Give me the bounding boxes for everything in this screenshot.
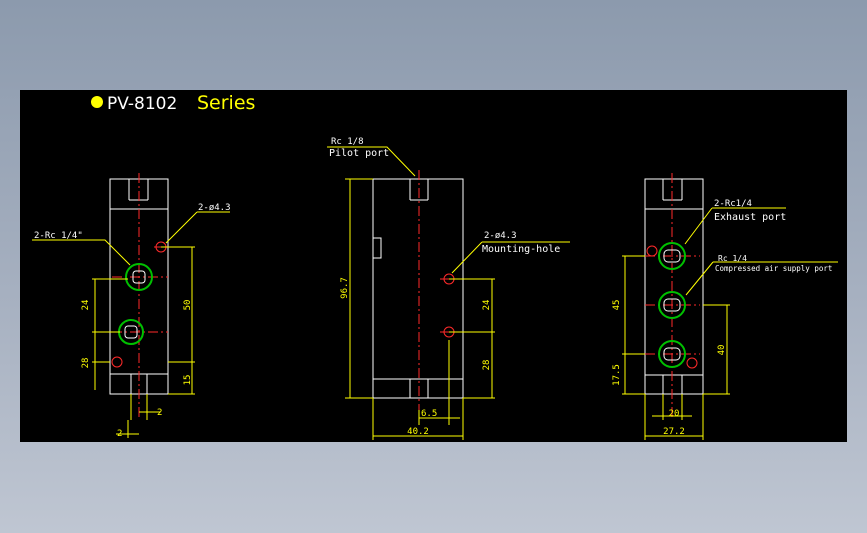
center-dim-height: 96.7	[340, 277, 350, 299]
right-view: 2-Rc1/4 Exhaust port Rc 1/4 Compressed a…	[612, 173, 838, 440]
center-pilot-name: Pilot port	[329, 148, 389, 159]
center-view: Rc 1/8 Pilot port 2-ø4.3 Mounting-hole 9…	[327, 137, 570, 440]
left-port-upper-slot	[132, 270, 146, 284]
right-body-outline	[644, 178, 704, 395]
center-mount-name: Mounting-hole	[482, 244, 560, 255]
left-centerlines	[112, 173, 168, 420]
right-exhaust-port-lower	[658, 340, 686, 368]
left-label-port: 2-Rc 1/4"	[34, 231, 83, 241]
left-dim-2b: 2	[117, 429, 122, 439]
right-exhaust-port-upper	[658, 242, 686, 270]
center-mount-code: 2-ø4.3	[484, 231, 517, 241]
right-exhaust-code: 2-Rc1/4	[714, 199, 752, 209]
center-dim-width: 40.2	[407, 427, 429, 437]
right-dim-17-5: 17.5	[612, 364, 622, 386]
right-exhaust-slot-lower	[663, 347, 681, 361]
right-exhaust-name: Exhaust port	[714, 212, 786, 223]
center-dim-28: 28	[482, 360, 492, 371]
left-port-lower-slot	[124, 325, 138, 339]
title-prefix: PV-8102	[107, 94, 177, 114]
left-label-mount: 2-ø4.3	[198, 203, 231, 213]
left-dimensions	[32, 211, 230, 438]
center-centerlines	[418, 170, 470, 410]
right-mount-hole-lower	[686, 357, 698, 369]
left-view: 2-ø4.3 2-Rc 1/4" 24 28 50 15 2 2	[32, 173, 231, 439]
right-supply-port	[658, 291, 686, 319]
left-dim-28: 28	[81, 358, 91, 369]
right-dim-40: 40	[717, 345, 727, 356]
left-dim-50: 50	[183, 300, 193, 311]
right-dim-27-2: 27.2	[663, 427, 685, 437]
left-dim-15: 15	[183, 375, 193, 386]
right-dimensions	[622, 207, 838, 440]
right-supply-code: Rc 1/4	[718, 254, 747, 263]
title-suffix: Series	[197, 92, 255, 114]
right-supply-name: Compressed air supply port	[715, 264, 832, 273]
right-dim-45: 45	[612, 300, 622, 311]
right-mount-hole-upper	[646, 245, 658, 257]
left-dim-24: 24	[81, 300, 91, 311]
left-port-upper	[125, 263, 153, 291]
right-dim-20: 20	[669, 409, 680, 419]
center-dim-24: 24	[482, 300, 492, 311]
center-pilot-code: Rc 1/8	[331, 137, 364, 147]
title-bullet	[91, 96, 103, 108]
right-supply-slot	[663, 298, 681, 312]
right-centerlines	[645, 173, 700, 420]
left-dim-2a: 2	[157, 408, 162, 418]
right-exhaust-slot-upper	[663, 249, 681, 263]
center-dimensions	[327, 146, 570, 440]
center-dim-6-5: 6.5	[421, 409, 437, 419]
left-mount-hole-lower	[111, 356, 123, 368]
